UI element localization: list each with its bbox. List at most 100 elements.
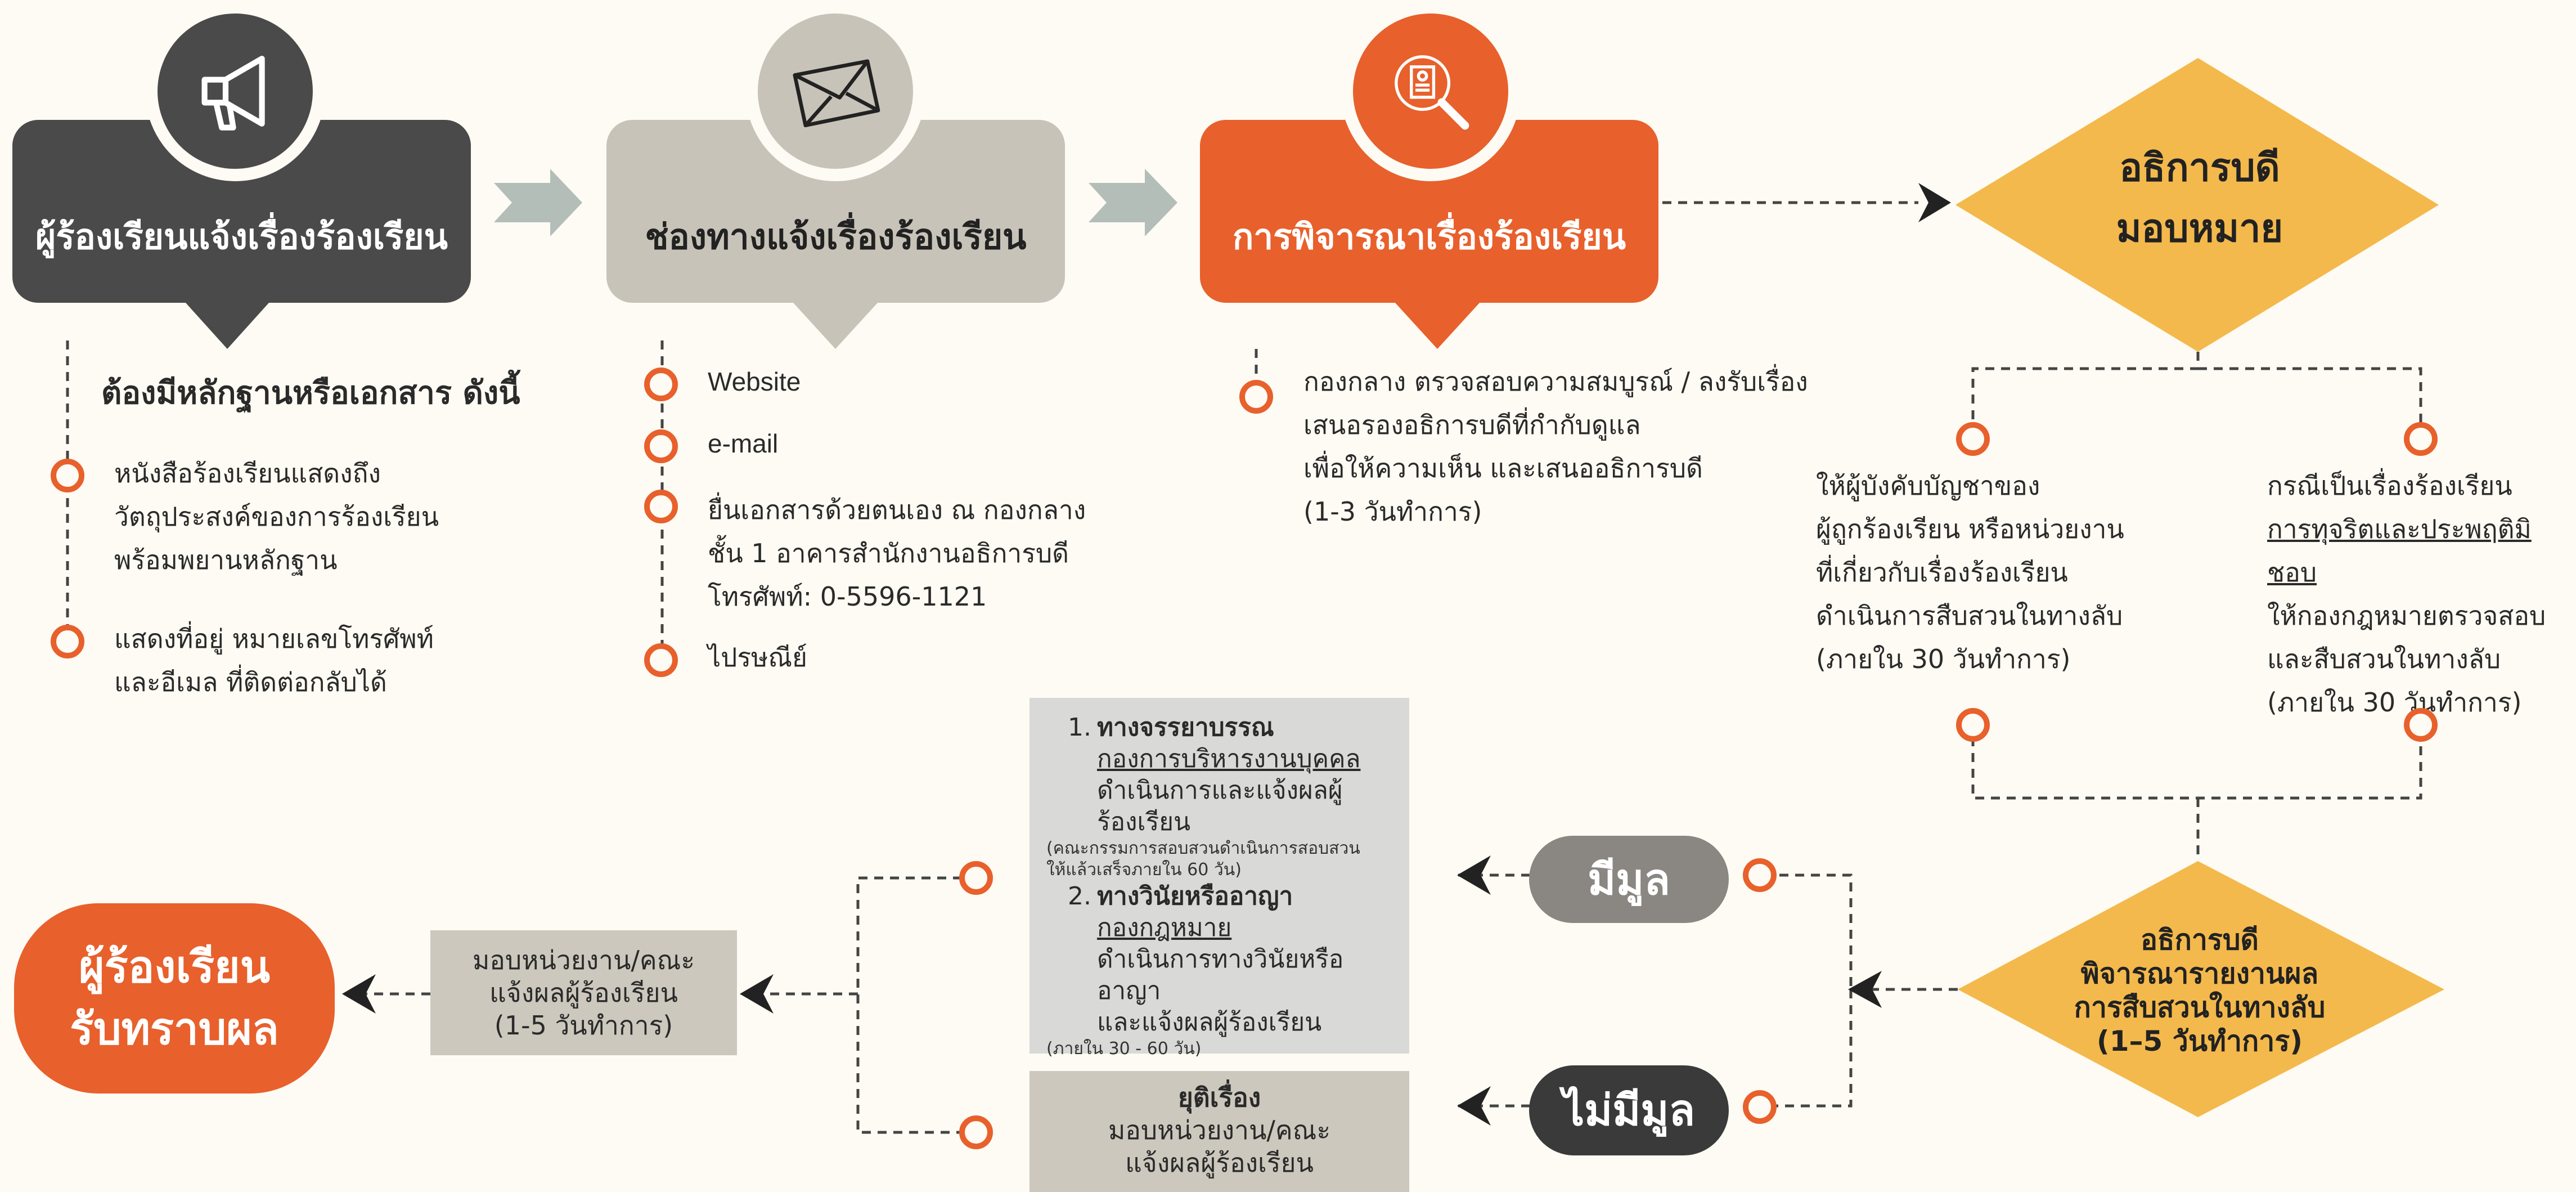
evidence-item-1-line2: วัตถุประสงค์ของการร้องเรียน [114, 501, 439, 532]
no-grounds-pill: ไม่มีมูล [1529, 1065, 1729, 1155]
discipline-note: (ภายใน 30 - 60 วัน) [1046, 1039, 1202, 1059]
director-review-line2: พิจารณารายงานผล [2080, 957, 2319, 990]
assign-line1: มอบหน่วยงาน/คณะ [472, 945, 695, 975]
terminate-line1: มอบหน่วยงาน/คณะ [1108, 1115, 1331, 1145]
discipline-number: 2. [1068, 882, 1091, 911]
no-grounds-label: ไม่มีมูล [1562, 1085, 1696, 1135]
has-grounds-label: มีมูล [1588, 854, 1670, 904]
director-review-line1: อธิการบดี [2141, 924, 2259, 956]
evidence-item-1: หนังสือร้องเรียนแสดงถึง วัตถุประสงค์ของก… [114, 452, 439, 582]
evidence-heading: ต้องมีหลักฐานหรือเอกสาร ดังนี้ [101, 375, 520, 411]
step1-tail [186, 303, 269, 349]
step1-title: ผู้ร้องเรียนแจ้งเรื่องร้องเรียน [35, 216, 448, 257]
director-assign-line1: อธิการบดี [2119, 146, 2280, 190]
evidence-dot-2 [51, 625, 84, 658]
branch-left-dot-bottom [1956, 708, 1990, 742]
step2-title: ช่องทางแจ้งเรื่องร้องเรียน [645, 216, 1027, 257]
channel-website: Website [708, 367, 801, 396]
step2-tail [793, 303, 878, 349]
final-line2: รับทราบผล [70, 1004, 279, 1055]
evidence-item-1-line1: หนังสือร้องเรียนแสดงถึง [114, 458, 381, 489]
evidence-item-2: แสดงที่อยู่ หมายเลขโทรศัพท์ และอีเมล ที่… [114, 617, 434, 704]
terminate-line2: แจ้งผลผู้ร้องเรียน [1125, 1148, 1314, 1178]
assign-box: มอบหน่วยงาน/คณะ แจ้งผลผู้ร้องเรียน (1-5 … [430, 930, 737, 1055]
consideration-line1: กองกลาง ตรวจสอบความสมบูรณ์ / ลงรับเรื่อง [1303, 366, 1808, 397]
branch-right-line1: กรณีเป็นเรื่องร้องเรียน [2267, 470, 2512, 501]
action-dot-top [959, 861, 993, 895]
branch-left-line2: ผู้ถูกร้องเรียน หรือหน่วยงาน [1816, 514, 2124, 544]
discipline-title-row: 2. ทางวินัยหรืออาญา [1046, 881, 1401, 912]
channel-in-person-line1: ยื่นเอกสารด้วยตนเอง ณ กองกลาง [708, 495, 1086, 525]
arrowhead-to-no-grounds [1457, 1086, 1491, 1126]
discipline-desc-line1: ดำเนินการทางวินัยหรืออาญา [1097, 945, 1344, 1005]
step3-tail [1395, 303, 1480, 349]
ethics-desc-line1: ดำเนินการและแจ้งผลผู้ [1097, 776, 1343, 805]
channel-post: ไปรษณีย์ [708, 642, 807, 673]
final-line1: ผู้ร้องเรียน [78, 942, 271, 993]
evidence-item-2-line2: และอีเมล ที่ติดต่อกลับได้ [114, 667, 387, 697]
channel-dot-1 [644, 368, 678, 401]
branch-right-dot-bottom [2404, 708, 2438, 742]
branch-left-line1: ให้ผู้บังคับบัญชาของ [1816, 470, 2040, 501]
channel-in-person-line2: ชั้น 1 อาคารสำนักงานอธิการบดี [708, 538, 1069, 568]
consideration-line3: เพื่อให้ความเห็น และเสนออธิการบดี [1303, 453, 1703, 483]
channel-email: e-mail [708, 429, 779, 458]
assign-line3: (1-5 วันทำการ) [494, 1010, 673, 1041]
document-search-icon [1395, 55, 1469, 130]
discipline-title: ทางวินัยหรืออาญา [1097, 882, 1293, 911]
evidence-item-2-line1: แสดงที่อยู่ หมายเลขโทรศัพท์ [114, 624, 434, 654]
branch-left-line4: ดำเนินการสืบสวนในทางลับ [1816, 601, 2123, 631]
ethics-action: 1. ทางจรรยาบรรณ กองการบริหารงานบุคคล ดำเ… [1046, 712, 1401, 1060]
branch-right-dot-top [2404, 422, 2438, 456]
ethics-unit: กองการบริหารงานบุคคล [1097, 745, 1361, 773]
director-review-diamond [1958, 861, 2444, 1117]
has-grounds-pill: มีมูล [1529, 836, 1729, 923]
consideration-line2: เสนอรองอธิการบดีที่กำกับดูแล [1303, 410, 1641, 440]
branch-right-line4: และสืบสวนในทางลับ [2267, 644, 2501, 674]
action-dot-bottom [959, 1115, 993, 1149]
arrowhead-to-final [342, 974, 376, 1014]
consideration-text: กองกลาง ตรวจสอบความสมบูรณ์ / ลงรับเรื่อง… [1303, 360, 1808, 534]
consideration-line4: (1-3 วันทำการ) [1303, 496, 1482, 527]
step1-box: ผู้ร้องเรียนแจ้งเรื่องร้องเรียน [12, 120, 471, 303]
disciplinary-action-box [1029, 698, 1409, 1054]
arrow-step2-step3 [1089, 169, 1177, 236]
ethics-title-row: 1. ทางจรรยาบรรณ [1046, 712, 1401, 743]
channel-dot-4 [644, 643, 678, 677]
final-box: ผู้ร้องเรียน รับทราบผล [14, 903, 335, 1094]
discipline-desc-line2: และแจ้งผลผู้ร้องเรียน [1097, 1008, 1322, 1037]
branch-left-line5: (ภายใน 30 วันทำการ) [1816, 644, 2071, 674]
branch-right-text: กรณีเป็นเรื่องร้องเรียน การทุจริตและประพ… [2267, 464, 2576, 724]
assign-line2: แจ้งผลผู้ร้องเรียน [489, 978, 678, 1008]
discipline-unit: กองกฎหมาย [1097, 913, 1232, 942]
terminate-box: ยุติเรื่อง มอบหน่วยงาน/คณะ แจ้งผลผู้ร้อง… [1029, 1071, 1409, 1192]
step3-title: การพิจารณาเรื่องร้องเรียน [1232, 216, 1626, 257]
ethics-number: 1. [1068, 713, 1091, 742]
branch-right-line5: (ภายใน 30 วันทำการ) [2267, 687, 2522, 718]
director-review-line4: (1–5 วันทำการ) [2096, 1025, 2303, 1057]
step3-icon-circle [1341, 1, 1521, 181]
evidence-dot-1 [51, 459, 84, 492]
terminate-title: ยุติเรื่อง [1177, 1082, 1261, 1113]
branch-left-dot-top [1956, 422, 1990, 456]
director-assign-text: อธิการบดี มอบหมาย [2003, 138, 2397, 259]
channel-dot-2 [644, 429, 678, 463]
branch-left-line3: ที่เกี่ยวกับเรื่องร้องเรียน [1816, 557, 2068, 588]
director-review-text: อธิการบดี พิจารณารายงานผล การสืบสวนในทาง… [2020, 923, 2380, 1058]
ethics-title: ทางจรรยาบรรณ [1097, 713, 1274, 742]
envelope-icon [793, 59, 880, 128]
arrowhead-to-has-grounds [1457, 855, 1491, 895]
branch-right-line2: การทุจริตและประพฤติมิชอบ [2267, 514, 2532, 588]
arrow-step1-step2 [494, 169, 582, 236]
consideration-dot [1239, 380, 1273, 414]
evidence-item-1-line3: พร้อมพยานหลักฐาน [114, 545, 338, 575]
branch-right-line3: ให้กองกฎหมายตรวจสอบ [2267, 601, 2546, 631]
ethics-note-line1: (คณะกรรมการสอบสวนดำเนินการสอบสวน [1046, 839, 1360, 858]
arrowhead-to-assign [740, 974, 774, 1014]
arrowhead-to-diamond [1918, 183, 1951, 222]
ethics-note-line2: ให้แล้วเสร็จภายใน 60 วัน) [1046, 860, 1242, 880]
channel-in-person-line3: โทรศัพท์: 0-5596-1121 [708, 581, 987, 612]
branch-left-text: ให้ผู้บังคับบัญชาของ ผู้ถูกร้องเรียน หรื… [1816, 464, 2124, 681]
megaphone-icon [201, 56, 265, 131]
